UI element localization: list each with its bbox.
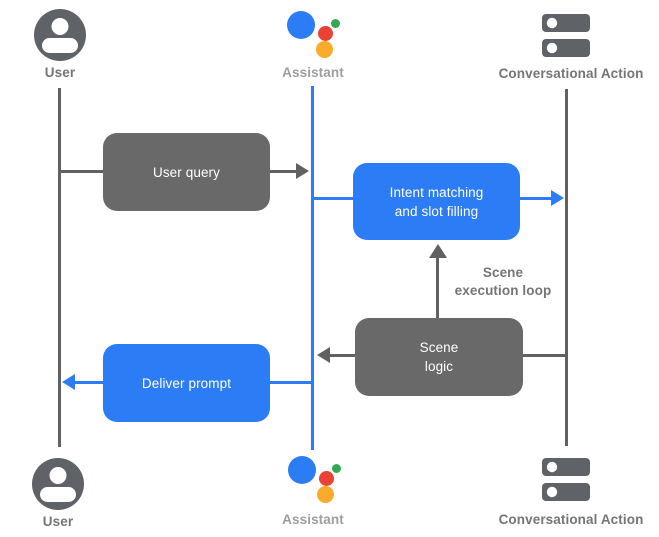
connector-user-to-user-query [61, 170, 103, 173]
scene-logic-box: Scene logic [355, 318, 523, 396]
assistant-red-dot [318, 26, 333, 41]
arrowhead-scene-logic-to-assistant [317, 347, 330, 363]
arrowhead-scene-logic-to-intent [429, 244, 447, 258]
assistant-orange-dot [317, 486, 334, 503]
intent-matching-label-line2: and slot filling [394, 203, 479, 219]
arrowhead-intent-to-action [551, 190, 564, 206]
conversational-action-lifeline [565, 89, 568, 446]
assistant-green-dot [332, 464, 341, 473]
assistant-lifeline [311, 86, 314, 450]
assistant-label-top: Assistant [282, 65, 344, 80]
user-label-top: User [44, 65, 76, 80]
assistant-red-dot [319, 471, 334, 486]
connector-deliver-prompt-to-user [75, 381, 103, 384]
user-lifeline [58, 88, 61, 447]
connector-assistant-to-deliver-prompt [270, 381, 313, 384]
user-label-bottom: User [42, 514, 74, 529]
conversational-action-icon-bottom [542, 458, 590, 501]
user-query-label: User query [152, 164, 221, 180]
deliver-prompt-box: Deliver prompt [103, 344, 270, 422]
assistant-label-bottom: Assistant [282, 512, 344, 527]
scene-logic-label-line2: logic [424, 359, 454, 374]
connector-scene-logic-to-intent [436, 257, 439, 318]
assistant-icon [287, 11, 347, 63]
connector-scene-logic-to-assistant [330, 354, 355, 357]
deliver-prompt-label: Deliver prompt [141, 375, 232, 391]
assistant-blue-dot [288, 456, 316, 484]
conversational-action-icon [542, 14, 590, 57]
connector-intent-to-action [520, 197, 552, 200]
user-icon-bottom [32, 458, 84, 510]
user-icon [34, 9, 86, 61]
conversational-action-label-top: Conversational Action [498, 66, 644, 81]
assistant-blue-dot [287, 11, 315, 39]
assistant-green-dot [331, 19, 340, 28]
conversational-action-label-bottom: Conversational Action [498, 512, 644, 527]
scene-execution-loop-line2: execution loop [454, 283, 552, 298]
intent-matching-box: Intent matching and slot filling [353, 163, 520, 240]
user-query-box: User query [103, 133, 270, 211]
scene-execution-loop-line1: Scene [482, 265, 524, 280]
intent-matching-label-line1: Intent matching [389, 184, 484, 200]
assistant-orange-dot [316, 41, 333, 58]
arrowhead-deliver-prompt-to-user [62, 374, 75, 390]
scene-execution-loop-label: Scene execution loop [428, 264, 578, 300]
arrowhead-user-query-to-assistant [296, 163, 309, 179]
scene-logic-label-line1: Scene [419, 340, 459, 355]
connector-user-query-to-assistant [270, 170, 297, 173]
connector-action-to-scene-logic [523, 354, 565, 357]
connector-assistant-to-intent [313, 197, 353, 200]
assistant-icon-bottom [288, 456, 348, 508]
